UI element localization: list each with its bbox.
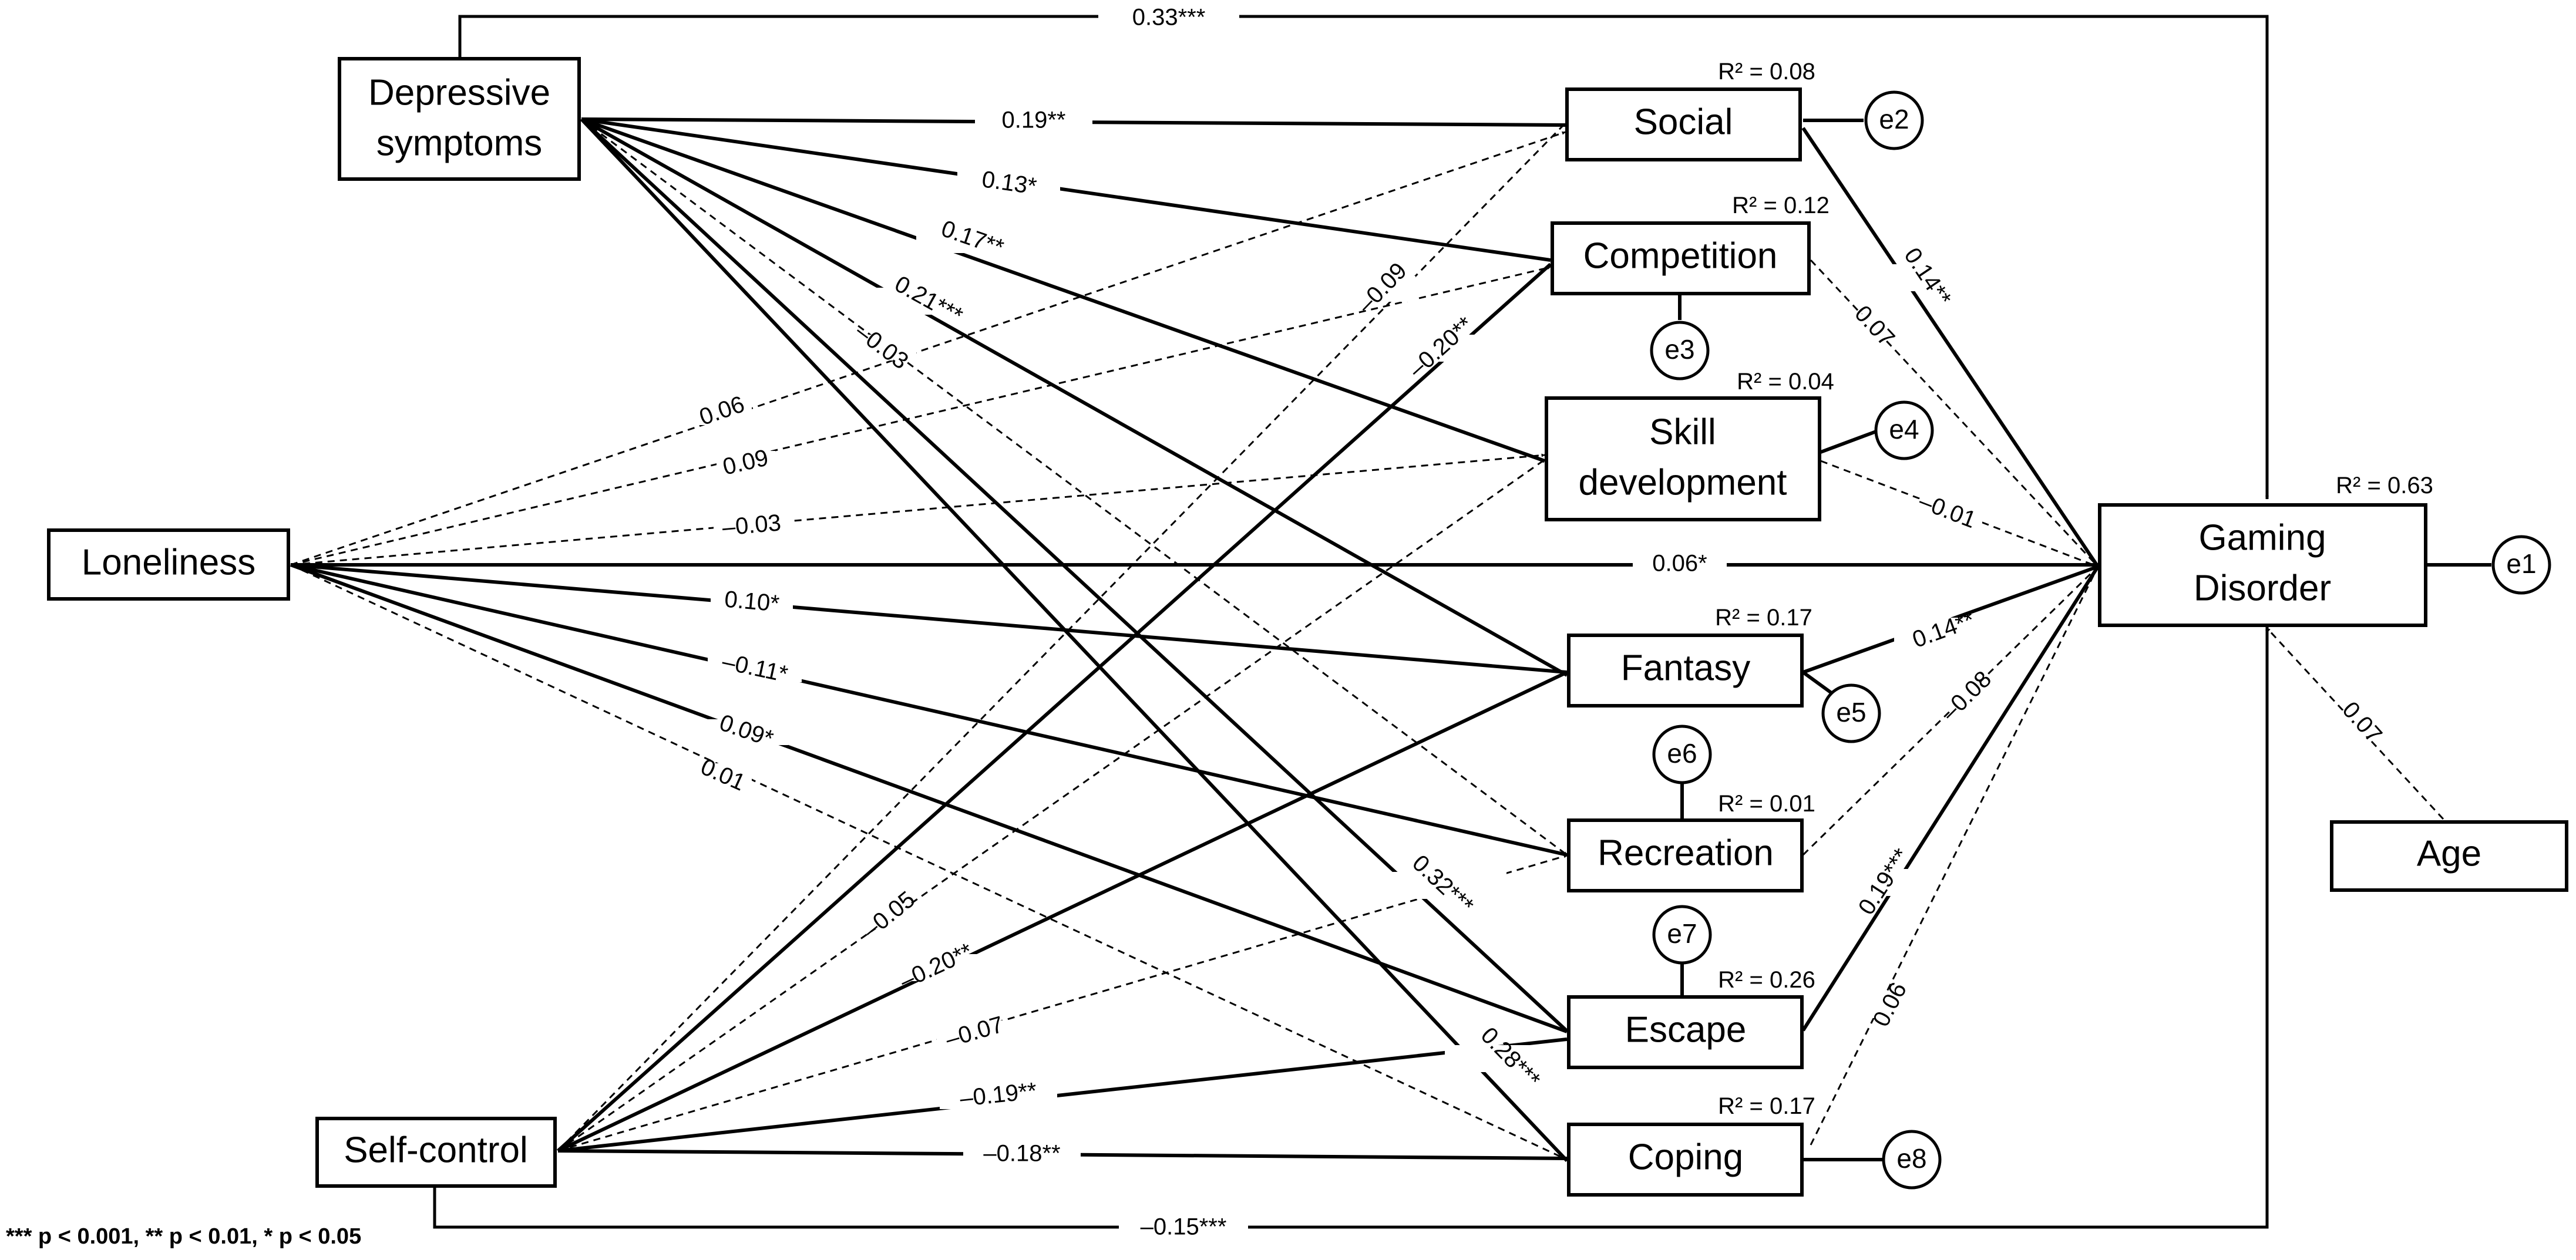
path-escape-gd xyxy=(1801,565,2100,1032)
node-age: Age xyxy=(2330,820,2568,892)
path-dep-comp xyxy=(581,117,1551,262)
path-dep-fantasy xyxy=(580,117,1568,677)
coef-skill-gd: –0.01 xyxy=(1915,488,1979,533)
path-sc-skill xyxy=(557,459,1545,1152)
path-dep-skill xyxy=(580,117,1546,463)
error-e6: e6 xyxy=(1667,738,1697,769)
error-terms: e1 e2 e3 e4 e5 e6 e7 e8 xyxy=(1650,90,2551,1190)
node-self-control-label: Self-control xyxy=(344,1130,528,1170)
node-depressive-symptoms: Depressive symptoms xyxy=(338,57,581,181)
coef-dep-skill: 0.17** xyxy=(938,215,1007,261)
path-sc-recreation xyxy=(557,854,1568,1152)
r-squared-labels: R² = 0.08 R² = 0.12 R² = 0.04 R² = 0.17 … xyxy=(1715,59,2433,1119)
node-competition: Competition xyxy=(1551,221,1811,295)
error-e5: e5 xyxy=(1836,697,1866,727)
node-social-label: Social xyxy=(1634,102,1733,142)
path-sc-fantasy xyxy=(557,671,1568,1153)
paths-errors xyxy=(1678,119,2491,1161)
coef-lon-skill: –0.03 xyxy=(721,510,782,541)
path-lon-fantasy xyxy=(290,563,1568,674)
r2-social: R² = 0.08 xyxy=(1718,59,1815,85)
node-recreation: Recreation xyxy=(1567,818,1804,892)
node-self-control: Self-control xyxy=(315,1117,557,1188)
path-coping-gd xyxy=(1810,566,2099,1146)
node-coping-label: Coping xyxy=(1628,1137,1743,1177)
path-lon-escape xyxy=(290,563,1568,1033)
error-e7: e7 xyxy=(1667,918,1697,949)
error-e3: e3 xyxy=(1664,334,1694,365)
coef-sc-recreation: –0.07 xyxy=(943,1012,1006,1053)
significance-footnote: *** p < 0.001, ** p < 0.01, * p < 0.05 xyxy=(6,1224,361,1249)
path-sc-escape xyxy=(557,1037,1568,1153)
coef-lon-gd: 0.06* xyxy=(1652,551,1707,577)
r2-recreation: R² = 0.01 xyxy=(1718,791,1815,817)
coef-sc-fantasy: –0.20** xyxy=(896,938,977,994)
path-lon-coping xyxy=(290,564,1568,1161)
node-gaming-disorder: Gaming Disorder xyxy=(2098,503,2427,627)
node-skill-line1: Skill xyxy=(1649,412,1716,452)
path-dep-recreation xyxy=(581,118,1568,856)
coef-sc-gd: –0.15*** xyxy=(1141,1214,1227,1240)
node-depressive-line2: symptoms xyxy=(376,123,542,163)
coef-comp-gd: 0.07 xyxy=(1849,301,1899,352)
node-escape: Escape xyxy=(1567,995,1804,1069)
paths-loneliness xyxy=(290,131,2099,1161)
node-depressive-line1: Depressive xyxy=(368,72,550,113)
path-social-gd xyxy=(1801,127,2100,568)
coef-sc-coping: –0.18** xyxy=(983,1141,1060,1167)
error-e2: e2 xyxy=(1879,104,1909,134)
path-sc-comp xyxy=(557,262,1552,1153)
node-skill-line2: development xyxy=(1578,462,1787,503)
coef-lon-escape: 0.09* xyxy=(716,710,776,752)
r2-skill: R² = 0.04 xyxy=(1737,369,1834,395)
node-coping: Coping xyxy=(1567,1123,1804,1197)
r2-gaming: R² = 0.63 xyxy=(2336,473,2433,498)
path-lon-social xyxy=(290,131,1566,566)
coef-dep-gd: 0.33*** xyxy=(1132,5,1206,31)
r2-coping: R² = 0.17 xyxy=(1718,1093,1815,1119)
coef-fantasy-gd: 0.14** xyxy=(1909,607,1978,653)
path-e5 xyxy=(1802,671,1837,698)
path-lon-comp xyxy=(290,266,1551,566)
path-lon-recreation xyxy=(290,563,1568,857)
node-recreation-label: Recreation xyxy=(1598,833,1774,873)
path-dep-coping xyxy=(580,117,1569,1163)
node-fantasy: Fantasy xyxy=(1567,634,1804,708)
node-fantasy-label: Fantasy xyxy=(1621,648,1751,688)
path-lon-skill xyxy=(290,453,1545,566)
node-age-label: Age xyxy=(2417,833,2481,874)
node-gaming-line1: Gaming xyxy=(2198,517,2326,558)
coef-dep-social: 0.19** xyxy=(1002,107,1066,133)
error-e8: e8 xyxy=(1896,1143,1926,1174)
path-sc-gd xyxy=(433,626,2269,1229)
error-e4: e4 xyxy=(1889,414,1919,444)
path-comp-gd xyxy=(1810,259,2099,568)
node-social: Social xyxy=(1565,87,1802,161)
r2-competition: R² = 0.12 xyxy=(1732,193,1830,218)
node-loneliness-label: Loneliness xyxy=(82,542,255,582)
error-e1: e1 xyxy=(2506,548,2536,579)
path-dep-gd xyxy=(458,15,2269,500)
coef-lon-coping: 0.01 xyxy=(697,754,749,796)
path-e4 xyxy=(1820,430,1877,454)
node-loneliness: Loneliness xyxy=(47,528,290,601)
node-gaming-line2: Disorder xyxy=(2194,568,2331,608)
node-competition-label: Competition xyxy=(1583,235,1778,276)
r2-escape: R² = 0.26 xyxy=(1718,967,1815,993)
r2-fantasy: R² = 0.17 xyxy=(1715,605,1812,631)
coef-lon-fantasy: 0.10* xyxy=(724,587,781,617)
node-skill-development: Skill development xyxy=(1545,396,1821,521)
node-escape-label: Escape xyxy=(1625,1009,1747,1050)
